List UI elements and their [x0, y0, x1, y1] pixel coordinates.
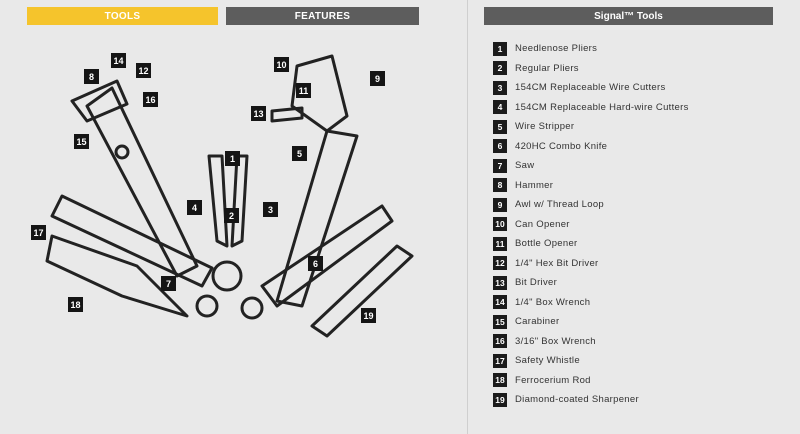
tool-number-badge: 5	[493, 119, 507, 134]
callout-1[interactable]: 1	[225, 151, 240, 166]
hammer-pivot	[114, 144, 130, 160]
list-item[interactable]: 11 Bottle Opener	[493, 234, 773, 254]
list-item[interactable]: 8 Hammer	[493, 176, 773, 196]
hammer-head-outline	[70, 79, 129, 123]
list-item[interactable]: 10 Can Opener	[493, 215, 773, 235]
tool-number-badge: 16	[493, 334, 507, 349]
tool-number-badge: 17	[493, 353, 507, 368]
tool-number-badge: 11	[493, 236, 507, 251]
tool-number-badge: 13	[493, 275, 507, 290]
tool-number-badge: 18	[493, 373, 507, 388]
tool-label: Ferrocerium Rod	[515, 374, 591, 386]
callout-9[interactable]: 9	[370, 71, 385, 86]
right-handle-pivot	[240, 296, 264, 320]
tool-number-badge: 4	[493, 100, 507, 115]
callout-7[interactable]: 7	[161, 276, 176, 291]
callout-14[interactable]: 14	[111, 53, 126, 68]
callout-11[interactable]: 11	[296, 83, 311, 98]
plier-left-jaw	[207, 154, 229, 248]
tool-label: Saw	[515, 160, 535, 172]
list-item[interactable]: 16 3/16" Box Wrench	[493, 332, 773, 352]
callout-17[interactable]: 17	[31, 225, 46, 240]
tool-label: 1/4" Hex Bit Driver	[515, 257, 599, 269]
multitool-illustration	[45, 54, 414, 338]
tool-label: Awl w/ Thread Loop	[515, 199, 605, 211]
sharpener-outline	[310, 244, 414, 338]
list-item[interactable]: 12 1/4" Hex Bit Driver	[493, 254, 773, 274]
list-item[interactable]: 19 Diamond-coated Sharpener	[493, 390, 773, 410]
panel-divider	[467, 0, 468, 434]
callout-12[interactable]: 12	[136, 63, 151, 78]
tool-label: Wire Stripper	[515, 121, 575, 133]
callout-10[interactable]: 10	[274, 57, 289, 72]
tool-label: 154CM Replaceable Hard-wire Cutters	[515, 101, 689, 113]
tool-label: 420HC Combo Knife	[515, 140, 608, 152]
list-item[interactable]: 17 Safety Whistle	[493, 351, 773, 371]
callout-3[interactable]: 3	[263, 202, 278, 217]
knife-outline	[260, 204, 394, 308]
saw-outline	[50, 194, 214, 288]
list-item[interactable]: 18 Ferrocerium Rod	[493, 371, 773, 391]
tool-label: Diamond-coated Sharpener	[515, 394, 639, 406]
list-item[interactable]: 3 154CM Replaceable Wire Cutters	[493, 78, 773, 98]
callout-8[interactable]: 8	[84, 69, 99, 84]
tool-number-badge: 1	[493, 41, 507, 56]
panel-header-title: Signal™ Tools	[484, 7, 773, 25]
callout-6[interactable]: 6	[308, 256, 323, 271]
callout-2[interactable]: 2	[224, 208, 239, 223]
tab-features[interactable]: FEATURES	[226, 7, 419, 25]
tool-label: Safety Whistle	[515, 355, 580, 367]
callout-15[interactable]: 15	[74, 134, 89, 149]
hammer-handle-outline	[85, 86, 199, 278]
tool-label: Needlenose Pliers	[515, 43, 598, 55]
tool-label: Hammer	[515, 179, 554, 191]
list-item[interactable]: 9 Awl w/ Thread Loop	[493, 195, 773, 215]
tool-number-badge: 8	[493, 178, 507, 193]
list-item[interactable]: 13 Bit Driver	[493, 273, 773, 293]
tool-number-badge: 19	[493, 392, 507, 407]
tool-number-badge: 2	[493, 61, 507, 76]
tool-label: 1/4" Box Wrench	[515, 296, 591, 308]
callout-13[interactable]: 13	[251, 106, 266, 121]
multitool-diagram: 1 2 3 4 5 6 7 8 9 10 11 12 13 14 15 16 1…	[27, 36, 447, 426]
list-item[interactable]: 14 1/4" Box Wrench	[493, 293, 773, 313]
tool-label: Bit Driver	[515, 277, 558, 289]
tool-number-badge: 14	[493, 295, 507, 310]
plier-right-jaw	[230, 154, 249, 248]
list-item[interactable]: 1 Needlenose Pliers	[493, 39, 773, 59]
callout-5[interactable]: 5	[292, 146, 307, 161]
blade-tools-outline	[290, 54, 349, 133]
plier-pivot	[211, 260, 243, 292]
tool-label: Bottle Opener	[515, 238, 578, 250]
whistle-rod-outline	[45, 234, 189, 318]
right-handle-outline	[275, 129, 359, 308]
callout-4[interactable]: 4	[187, 200, 202, 215]
tool-number-badge: 9	[493, 197, 507, 212]
tool-number-badge: 3	[493, 80, 507, 95]
tool-number-badge: 7	[493, 158, 507, 173]
tab-tools[interactable]: TOOLS	[27, 7, 218, 25]
tool-label: Can Opener	[515, 218, 570, 230]
tool-label: Carabiner	[515, 316, 560, 328]
tool-number-badge: 15	[493, 314, 507, 329]
list-item[interactable]: 7 Saw	[493, 156, 773, 176]
tool-label: 3/16" Box Wrench	[515, 335, 596, 347]
list-item[interactable]: 4 154CM Replaceable Hard-wire Cutters	[493, 98, 773, 118]
callout-18[interactable]: 18	[68, 297, 83, 312]
list-item[interactable]: 5 Wire Stripper	[493, 117, 773, 137]
tool-label: 154CM Replaceable Wire Cutters	[515, 82, 666, 94]
tool-label: Regular Pliers	[515, 62, 579, 74]
list-item[interactable]: 6 420HC Combo Knife	[493, 137, 773, 157]
left-handle-pivot	[195, 294, 219, 318]
callout-19[interactable]: 19	[361, 308, 376, 323]
callout-16[interactable]: 16	[143, 92, 158, 107]
list-item[interactable]: 2 Regular Pliers	[493, 59, 773, 79]
tool-number-badge: 6	[493, 139, 507, 154]
tool-number-badge: 12	[493, 256, 507, 271]
list-item[interactable]: 15 Carabiner	[493, 312, 773, 332]
bit-driver-outline	[270, 106, 304, 123]
tool-number-badge: 10	[493, 217, 507, 232]
